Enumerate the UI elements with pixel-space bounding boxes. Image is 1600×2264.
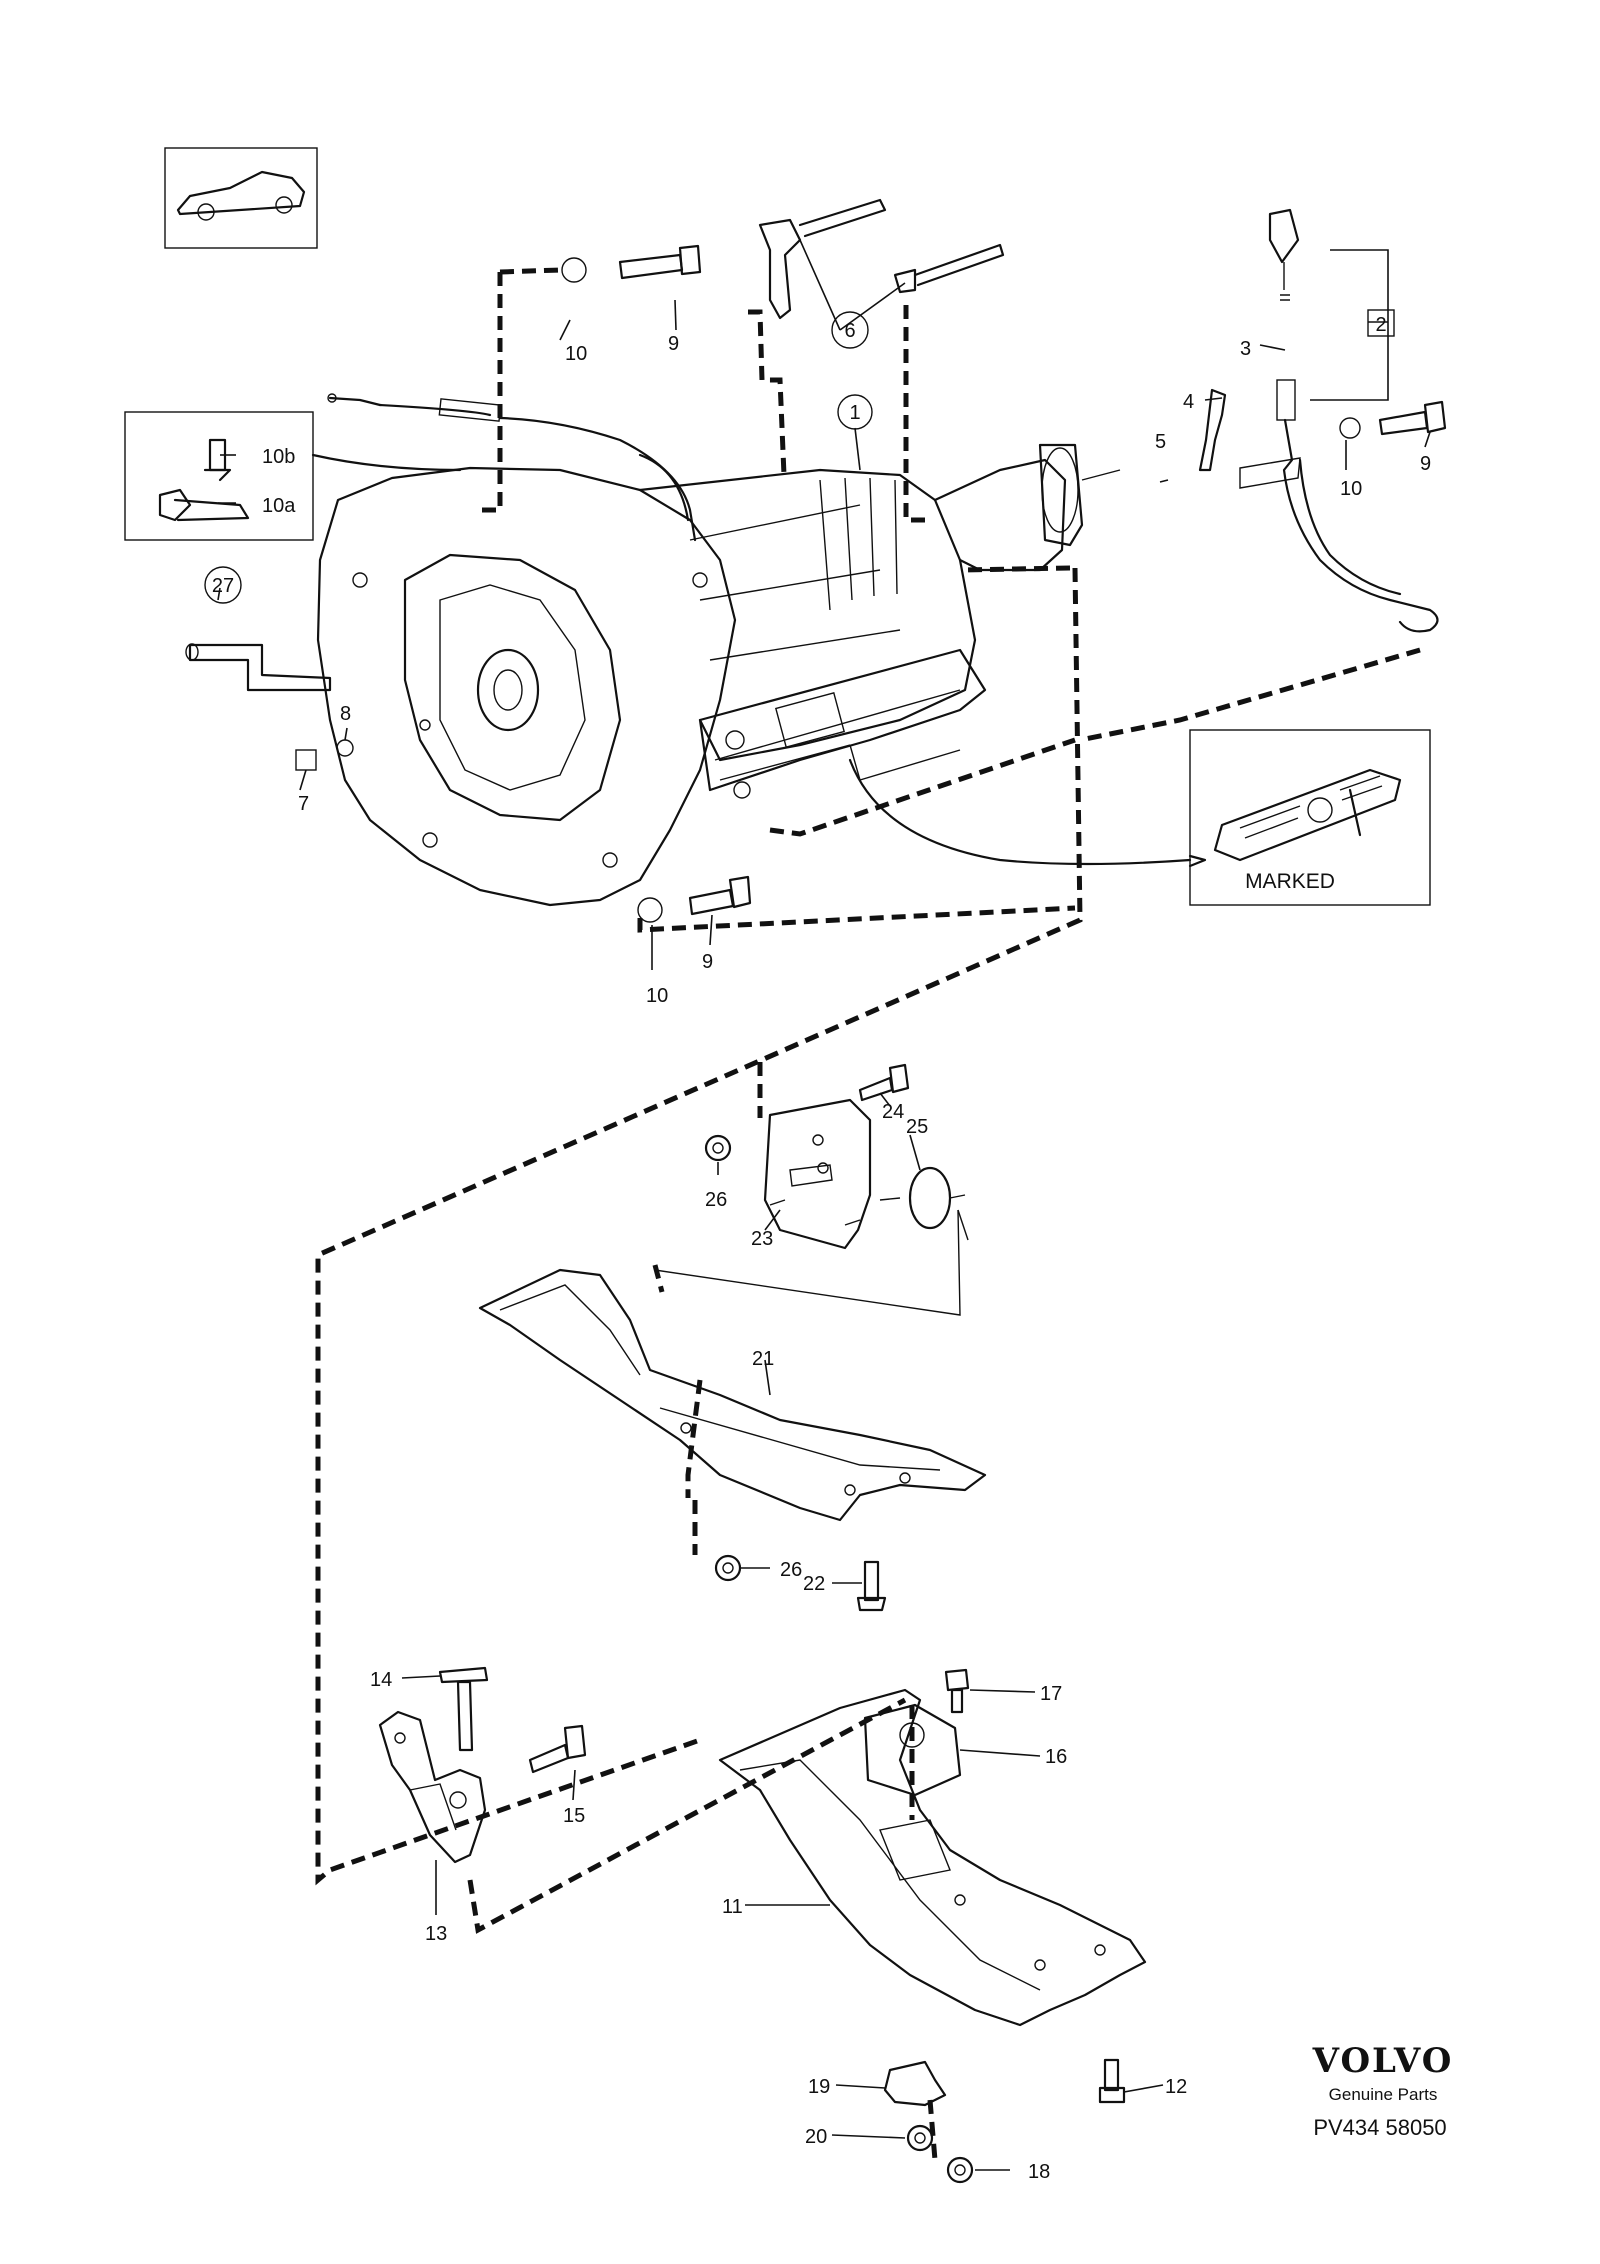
crossmember-21 xyxy=(478,1268,987,1522)
label-8: 8 xyxy=(340,703,351,725)
label-3: 3 xyxy=(1240,338,1251,360)
rubber-mount-25 xyxy=(879,1166,966,1230)
bolt-17 xyxy=(944,1668,970,1714)
callout-2: 2 xyxy=(1367,309,1395,337)
transmission-housing xyxy=(316,443,1121,907)
shift-rod xyxy=(185,643,332,692)
bracket-13 xyxy=(378,1710,487,1864)
clamp-6 xyxy=(758,198,1005,320)
bushing-inset xyxy=(124,411,314,541)
label-26-top: 26 xyxy=(705,1189,727,1211)
assembly-lines xyxy=(315,267,1421,2161)
tag-leader xyxy=(848,758,1192,866)
leader-lines xyxy=(217,239,1431,2171)
label-23: 23 xyxy=(751,1228,773,1250)
label-13: 13 xyxy=(425,1923,447,1945)
brand-logo: VOLVO xyxy=(1312,2041,1454,2081)
label-14: 14 xyxy=(370,1669,392,1691)
label-24: 24 xyxy=(882,1101,904,1123)
label-9-right: 9 xyxy=(1420,453,1431,475)
label-18: 18 xyxy=(1028,2161,1050,2183)
bolt-14 xyxy=(438,1666,489,1752)
label-5: 5 xyxy=(1155,431,1166,453)
brand-subtitle: Genuine Parts xyxy=(1329,2085,1438,2104)
label-10-bottom: 10 xyxy=(646,985,668,1007)
bolt-9-bottom xyxy=(637,875,752,923)
diagram-code: PV434 58050 xyxy=(1313,2115,1446,2140)
crossmember-11 xyxy=(718,1688,1147,2027)
label-4: 4 xyxy=(1183,391,1194,413)
bolt-7-washer-8 xyxy=(295,739,354,771)
mount-19 xyxy=(883,2060,947,2107)
label-10b: 10b xyxy=(262,446,295,468)
label-19: 19 xyxy=(808,2076,830,2098)
bolt-9-right xyxy=(1339,400,1447,439)
car-thumbnail xyxy=(164,147,318,249)
bolt-24 xyxy=(858,1063,910,1102)
selector-cable xyxy=(1198,208,1439,633)
bolt-22 xyxy=(856,1560,887,1612)
inset-leader xyxy=(311,453,462,472)
label-2: 2 xyxy=(1375,314,1386,336)
label-9-top: 9 xyxy=(668,333,679,355)
label-16: 16 xyxy=(1045,1746,1067,1768)
marked-label: MARKED xyxy=(1245,870,1335,893)
throttle-cable xyxy=(327,393,697,542)
label-26-bottom: 26 xyxy=(780,1559,802,1581)
label-17: 17 xyxy=(1040,1683,1062,1705)
marked-tag-inset: MARKED xyxy=(1189,729,1431,906)
nut-26-top xyxy=(704,1134,732,1162)
bolt-12 xyxy=(1098,2058,1126,2104)
label-6: 6 xyxy=(844,320,855,342)
label-22: 22 xyxy=(803,1573,825,1595)
label-11: 11 xyxy=(722,1896,743,1918)
bolt-9-top xyxy=(561,244,702,283)
label-10a: 10a xyxy=(262,495,296,517)
label-1: 1 xyxy=(849,402,860,424)
tag-leader-arrow xyxy=(1188,854,1207,868)
label-7: 7 xyxy=(298,793,309,815)
mount-16 xyxy=(863,1703,962,1797)
label-25: 25 xyxy=(906,1116,928,1138)
label-27: 27 xyxy=(212,575,234,597)
callout-1: 1 xyxy=(837,394,873,430)
label-20: 20 xyxy=(805,2126,827,2148)
nut-20 xyxy=(906,2124,934,2152)
label-9-bottom: 9 xyxy=(702,951,713,973)
nut-26-bottom xyxy=(714,1554,742,1582)
brand-block: VOLVO Genuine Parts PV434 58050 xyxy=(1312,2041,1454,2140)
label-10-right: 10 xyxy=(1340,478,1362,500)
label-12: 12 xyxy=(1165,2076,1187,2098)
label-10-top: 10 xyxy=(565,343,587,365)
mount-bracket-23 xyxy=(763,1098,872,1250)
label-21: 21 xyxy=(752,1348,774,1370)
callout-27: 27 xyxy=(204,566,242,604)
callout-6: 6 xyxy=(831,311,869,349)
bolt-15 xyxy=(528,1724,587,1774)
nut-18 xyxy=(946,2156,974,2184)
label-15: 15 xyxy=(563,1805,585,1827)
